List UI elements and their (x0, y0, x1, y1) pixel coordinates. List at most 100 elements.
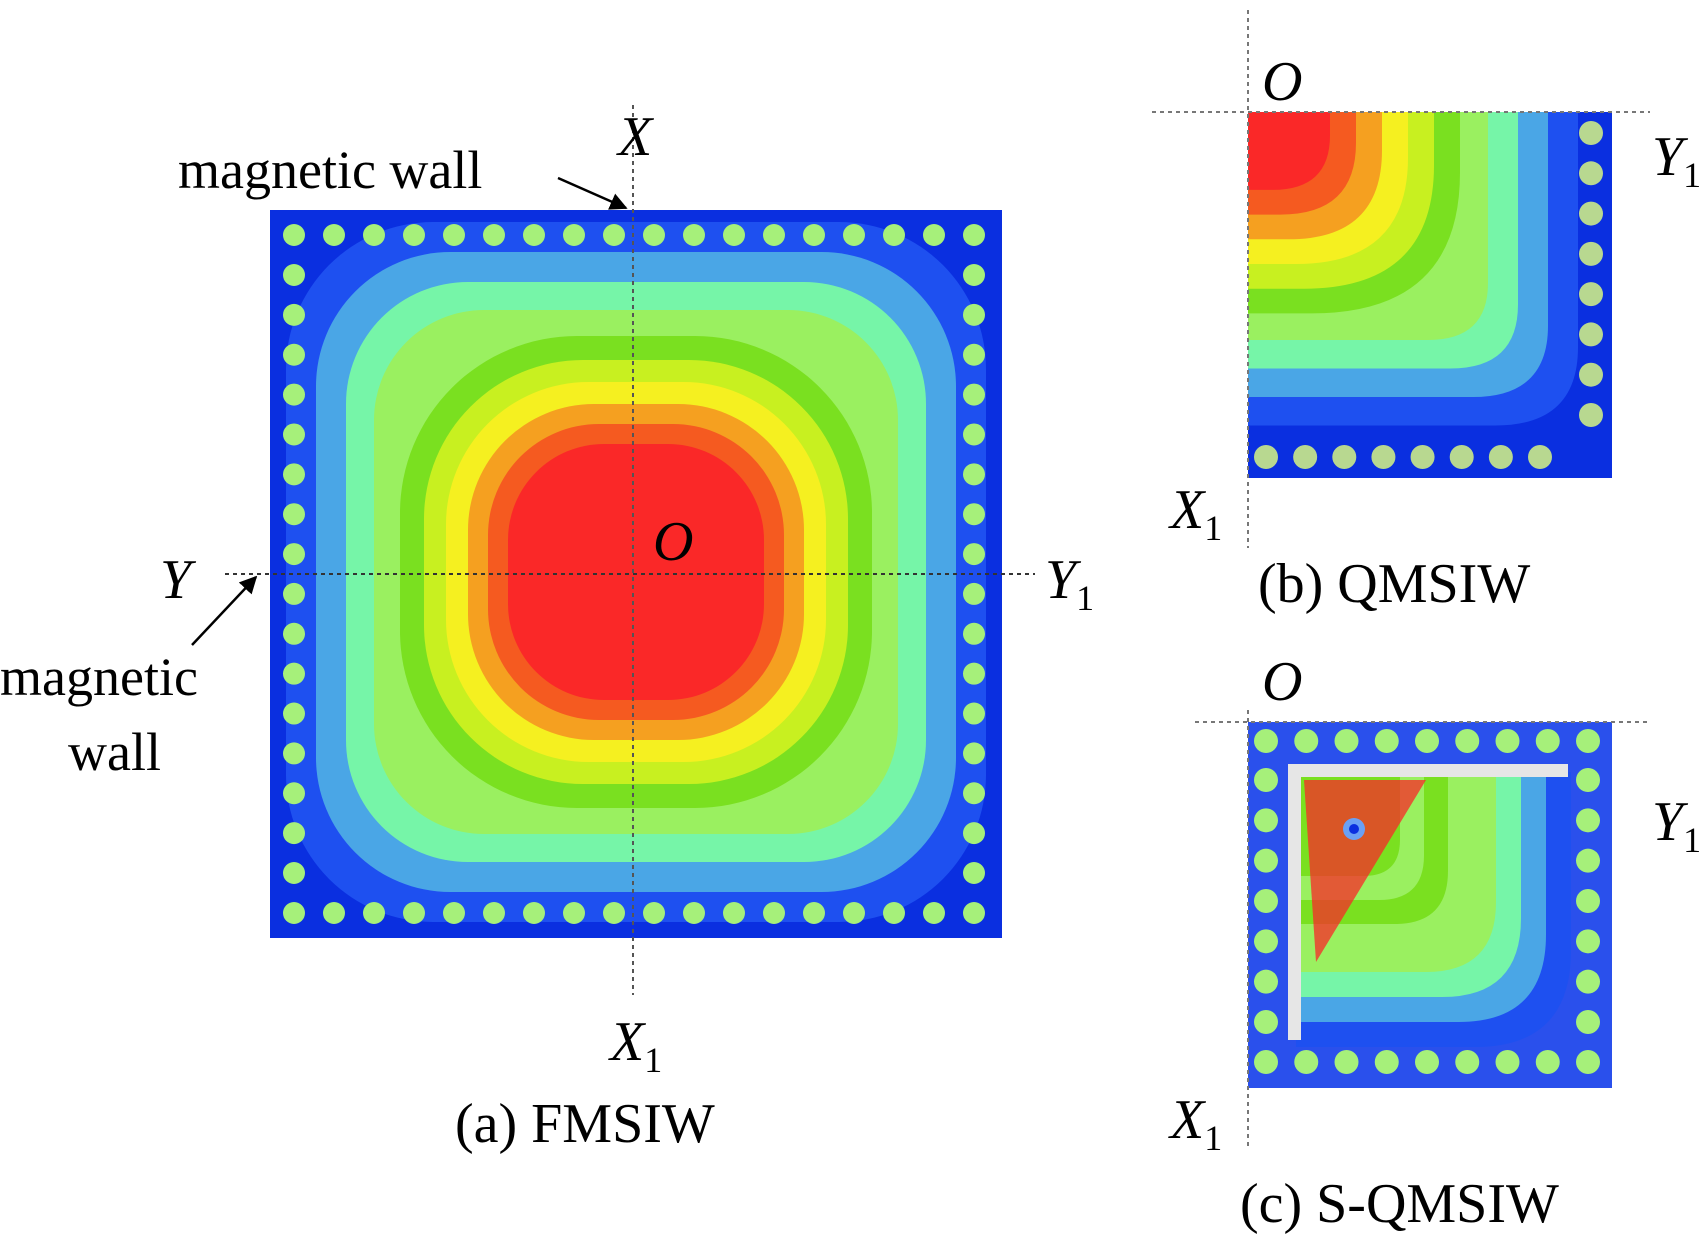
via-hole (1576, 1050, 1600, 1074)
magnetic-wall-left-arrow (191, 575, 258, 646)
panel-b-via-row (1254, 121, 1603, 469)
via-hole (723, 902, 745, 924)
via-hole (1449, 445, 1474, 469)
panel-c-slot-top (1288, 764, 1568, 777)
via-hole (963, 463, 985, 486)
magnetic-wall-left-label-line2: wall (68, 722, 161, 782)
field-contour-hot-edge (1304, 780, 1426, 962)
via-hole (1579, 241, 1603, 266)
via-hole (963, 782, 985, 805)
via-hole (603, 902, 625, 924)
via-hole (963, 702, 985, 725)
via-hole (963, 383, 985, 406)
via-hole (1371, 445, 1396, 469)
panel-a-caption: (a) FMSIW (455, 1093, 715, 1155)
via-hole (1455, 729, 1480, 753)
via-hole (803, 902, 825, 924)
via-hole (1254, 1010, 1278, 1034)
via-hole (283, 822, 305, 845)
via-hole (1334, 1050, 1359, 1074)
via-hole (1254, 969, 1278, 994)
via-hole (363, 224, 385, 246)
via-hole (643, 224, 665, 246)
via-hole (963, 503, 985, 526)
via-hole (1579, 322, 1603, 347)
via-hole (1254, 889, 1278, 913)
via-hole (1576, 848, 1600, 873)
via-hole (803, 224, 825, 246)
panel-c-s-qmsiw: O Y1 X1 (c) S-QMSIW (1168, 651, 1701, 1235)
via-hole (523, 902, 545, 924)
via-hole (963, 264, 985, 286)
via-hole (1495, 1050, 1520, 1074)
panel-a-origin-label: O (653, 511, 693, 573)
panel-c-slot-left (1288, 764, 1301, 1040)
via-hole (1254, 445, 1278, 469)
panel-a-axis-x-label: X (616, 106, 655, 168)
panel-a-via-row (283, 224, 985, 924)
via-hole (283, 423, 305, 446)
via-hole (723, 224, 745, 246)
via-hole (283, 543, 305, 566)
via-hole (1334, 729, 1359, 753)
via-hole (283, 343, 305, 366)
via-hole (1374, 1050, 1399, 1074)
via-hole (963, 742, 985, 765)
via-hole (443, 224, 465, 246)
panel-c-axis-x1-label: X1 (1168, 1089, 1222, 1158)
via-hole (1254, 808, 1278, 833)
via-hole (1254, 1050, 1278, 1074)
via-hole (763, 224, 785, 246)
via-hole (683, 224, 705, 246)
via-hole (1410, 445, 1435, 469)
via-hole (283, 782, 305, 805)
via-hole (1579, 403, 1603, 427)
via-hole (323, 224, 345, 246)
via-hole (883, 902, 905, 924)
via-hole (1528, 445, 1552, 469)
via-hole (563, 224, 585, 246)
panel-c-axis-y1-label: Y1 (1652, 791, 1701, 860)
via-hole (1294, 729, 1319, 753)
via-hole (843, 224, 865, 246)
via-hole (1415, 729, 1439, 753)
via-hole (1576, 729, 1600, 753)
via-hole (523, 224, 545, 246)
via-hole (923, 902, 945, 924)
via-hole (1576, 889, 1600, 913)
via-hole (1576, 929, 1600, 954)
via-hole (283, 582, 305, 605)
via-hole (403, 224, 425, 246)
via-hole (283, 902, 305, 924)
via-hole (283, 503, 305, 526)
via-hole (283, 224, 305, 246)
via-hole (563, 902, 585, 924)
panel-a-axis-y1-label: Y1 (1045, 549, 1094, 618)
panel-c-via-row (1254, 729, 1600, 1074)
via-hole (483, 224, 505, 246)
via-hole (1374, 729, 1399, 753)
via-hole (283, 622, 305, 645)
via-hole (1254, 729, 1278, 753)
via-hole (1535, 729, 1560, 753)
panel-c-feed-point-core (1349, 824, 1359, 834)
panel-b-caption: (b) QMSIW (1258, 553, 1530, 615)
via-hole (1254, 848, 1278, 873)
via-hole (843, 902, 865, 924)
via-hole (963, 662, 985, 685)
magnetic-wall-left-label-line1: magnetic (0, 647, 198, 707)
panel-b-axis-y1-label: Y1 (1652, 126, 1701, 195)
panel-a-axis-x1-label: X1 (608, 1011, 662, 1080)
via-hole (963, 543, 985, 566)
via-hole (923, 224, 945, 246)
via-hole (323, 902, 345, 924)
via-hole (963, 224, 985, 246)
via-hole (1579, 362, 1603, 387)
via-hole (1576, 1010, 1600, 1034)
panel-a-axis-y-label: Y (160, 549, 197, 611)
field-contour (508, 444, 764, 700)
via-hole (763, 902, 785, 924)
via-hole (643, 902, 665, 924)
via-hole (963, 423, 985, 446)
via-hole (283, 463, 305, 486)
